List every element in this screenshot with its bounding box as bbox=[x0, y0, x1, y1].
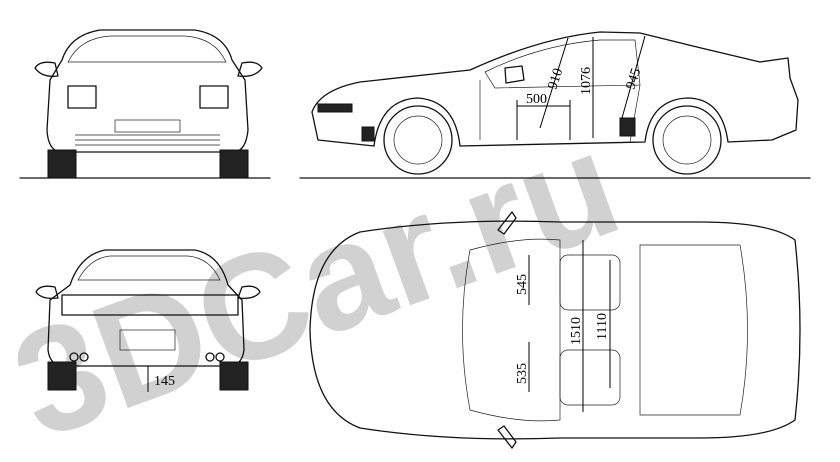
dimension-line-500 bbox=[516, 100, 571, 140]
exhaust-left bbox=[69, 352, 79, 362]
tire-front-left bbox=[47, 149, 77, 179]
rear-plate bbox=[119, 329, 176, 351]
rear-window bbox=[77, 255, 221, 281]
dim-label-545: 545 bbox=[515, 274, 530, 295]
windshield bbox=[67, 35, 227, 63]
rear-view: 145 bbox=[35, 249, 261, 392]
dim-label-145: 145 bbox=[154, 374, 175, 389]
front-rim bbox=[393, 115, 443, 165]
front-view bbox=[19, 29, 271, 179]
front-tire bbox=[383, 105, 453, 175]
mirror-left bbox=[34, 61, 59, 77]
taillight-bar bbox=[61, 294, 239, 316]
front-body bbox=[46, 29, 249, 153]
exhaust-right bbox=[205, 352, 215, 362]
mirror-top-upper bbox=[497, 211, 517, 235]
seat-upper bbox=[559, 254, 621, 311]
dim-label-500: 500 bbox=[526, 92, 547, 107]
tire-rear-right bbox=[219, 361, 249, 391]
side-mirror bbox=[504, 65, 525, 84]
windshield-top bbox=[462, 238, 561, 422]
mirror-right bbox=[237, 61, 263, 77]
dim-label-1076: 1076 bbox=[579, 67, 594, 95]
rear-glass-top bbox=[639, 244, 748, 416]
tire-front-right bbox=[219, 149, 249, 179]
exhaust-right-2 bbox=[215, 352, 225, 362]
plate-area bbox=[114, 119, 181, 133]
rear-tire bbox=[652, 105, 722, 175]
seat-lower bbox=[559, 349, 621, 406]
side-intake bbox=[619, 117, 636, 137]
tire-rear-left bbox=[47, 361, 77, 391]
dim-label-1110: 1110 bbox=[595, 313, 610, 340]
dim-label-910: 910 bbox=[546, 67, 567, 92]
dim-label-535: 535 bbox=[515, 363, 530, 384]
grille bbox=[75, 134, 220, 146]
headlight-right bbox=[199, 85, 229, 109]
mirror-top-lower bbox=[497, 425, 517, 449]
mirror-right bbox=[237, 285, 261, 300]
rear-rim bbox=[662, 115, 712, 165]
side-view: 910 1076 945 500 bbox=[299, 31, 811, 179]
exhaust-left-2 bbox=[79, 352, 89, 362]
side-body bbox=[311, 31, 799, 147]
headlight-left bbox=[67, 85, 97, 109]
dimension-line-945 bbox=[621, 35, 646, 119]
top-body bbox=[309, 220, 801, 440]
front-lamp bbox=[317, 103, 353, 113]
dim-label-945: 945 bbox=[624, 67, 645, 92]
front-vent bbox=[361, 126, 375, 142]
top-view: 545 1510 1110 535 bbox=[309, 211, 801, 449]
dimension-line-910 bbox=[539, 37, 569, 129]
side-windows bbox=[484, 39, 641, 89]
mirror-left bbox=[35, 285, 59, 300]
dim-label-1510: 1510 bbox=[569, 317, 584, 345]
